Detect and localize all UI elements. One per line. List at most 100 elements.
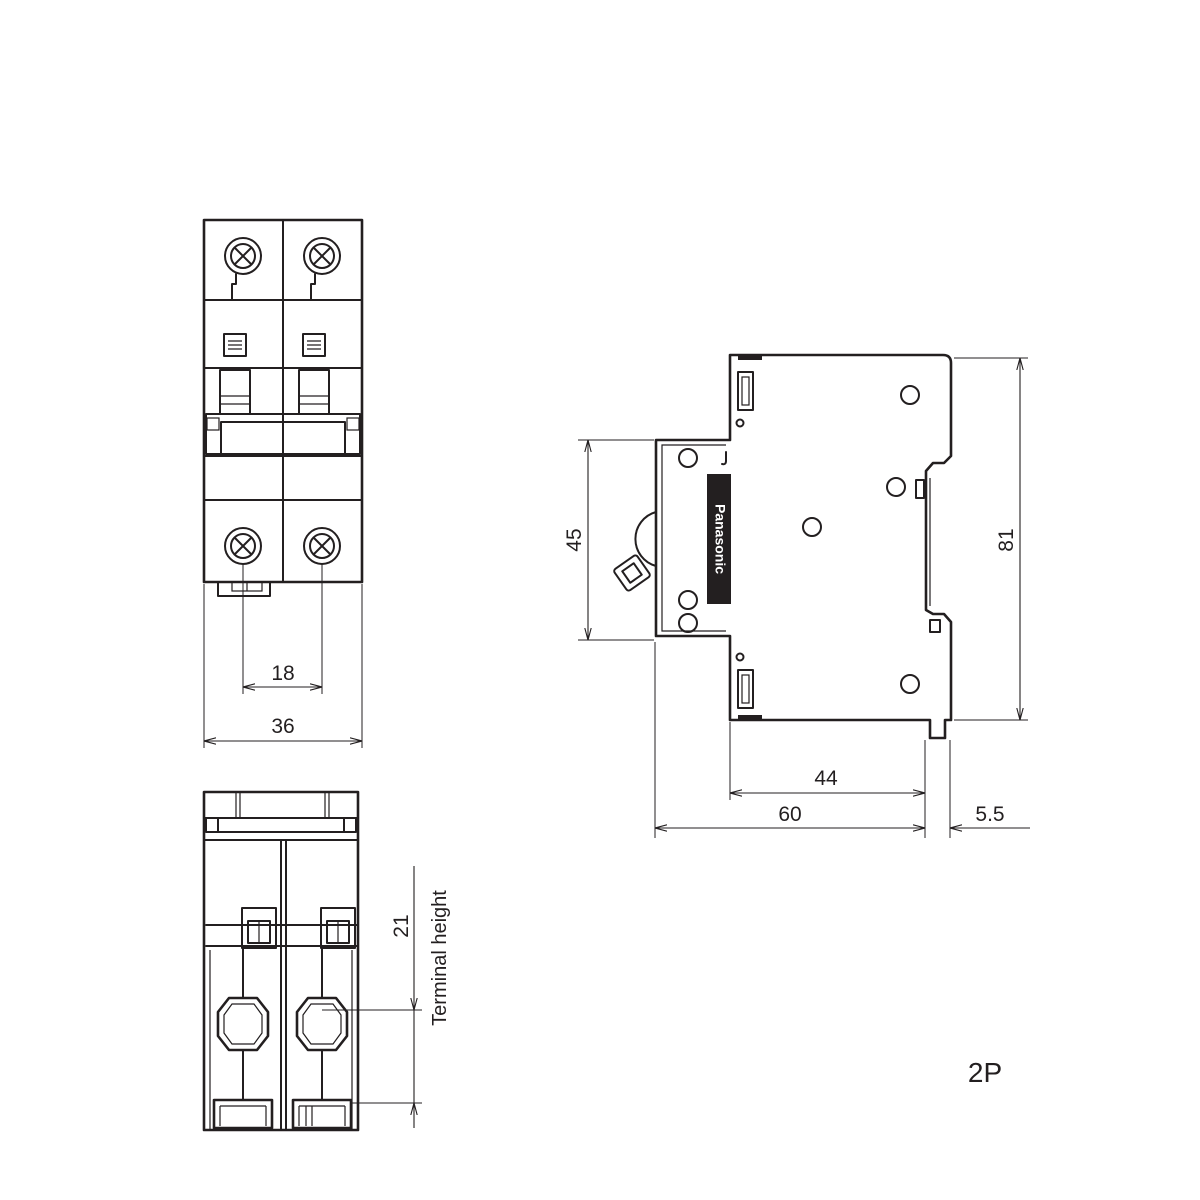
- handle-tie-bar: [205, 413, 361, 455]
- top-corner-left: [205, 817, 219, 833]
- top-terminal-step-pole-2: [310, 273, 316, 301]
- screw-cross: [234, 537, 252, 555]
- brand-label: Panasonic: [707, 474, 731, 604]
- clip-outer: [291, 1098, 353, 1130]
- screw-cross: [313, 537, 331, 555]
- screw-slot-ring: [230, 533, 256, 559]
- slot-inner: [741, 674, 750, 704]
- screw-head: [303, 237, 341, 275]
- bottom-clip-pole-2: [291, 1098, 353, 1130]
- opening-inner: [223, 1003, 263, 1045]
- window-lines: [307, 340, 321, 350]
- toggle-handle-pole-1: [219, 369, 251, 415]
- tie-bar-end-right: [346, 417, 360, 431]
- toggle-lines: [220, 395, 250, 405]
- toggle-lines: [299, 395, 329, 405]
- toggle-handle-pole-2: [298, 369, 330, 415]
- dimension-rail-height: 45: [563, 439, 654, 641]
- indicator-window-pole-1: [223, 333, 247, 357]
- dimension-terminal-height: 21 Terminal height: [322, 866, 451, 1128]
- screw-slot-ring: [230, 243, 256, 269]
- width-value: 36: [271, 715, 294, 738]
- rivet-hole-top-right: [900, 385, 920, 405]
- clamp-band-lines: [205, 924, 359, 947]
- clip-detail: [219, 1105, 267, 1126]
- total-depth-value: 60: [778, 803, 801, 826]
- brand-plate: [707, 474, 731, 604]
- indicator-window-pole-2: [302, 333, 326, 357]
- screw-cross: [234, 247, 252, 265]
- lower-vent-slot: [737, 669, 754, 709]
- terminal-clamp-pole-1: [241, 907, 277, 949]
- window-lines: [228, 340, 242, 350]
- handle-knob: [613, 554, 651, 592]
- side-view: Panasonic 45 81: [563, 353, 1030, 838]
- clamp-outer: [320, 907, 356, 949]
- clamp-outer: [241, 907, 277, 949]
- window-frame: [223, 333, 247, 357]
- knob-outer: [613, 554, 651, 592]
- pole-count-label: 2P: [968, 1057, 1002, 1088]
- front-depth-value: 44: [814, 767, 838, 790]
- brand-logo: Panasonic: [712, 504, 728, 574]
- terminal-center-lines: [242, 947, 323, 1101]
- top-corner-right: [343, 817, 357, 833]
- slot-outer: [737, 371, 754, 411]
- front-view: 18 36: [202, 218, 364, 748]
- rail-latch-lower: [929, 619, 941, 633]
- rivet-hole-front-upper: [678, 448, 698, 468]
- tie-bar-inner: [220, 421, 346, 455]
- top-screw-pole-1-icon: [224, 237, 262, 275]
- slot-inner: [741, 376, 750, 406]
- top-view: 21 Terminal height: [202, 790, 451, 1132]
- pitch-value: 18: [271, 662, 294, 685]
- screw-slot-ring: [309, 533, 335, 559]
- opening-outer: [295, 996, 349, 1052]
- screw-slot-ring: [309, 243, 335, 269]
- opening-outer: [216, 996, 270, 1052]
- clip-outer: [212, 1098, 274, 1130]
- rail-offset-value: 5.5: [975, 803, 1004, 826]
- handle-pivot-bulge: [634, 511, 657, 567]
- rivet-hole-center: [802, 517, 822, 537]
- top-pole-divider: [280, 839, 287, 1131]
- top-screw-pole-2-icon: [303, 237, 341, 275]
- small-mark: [721, 451, 727, 466]
- slot-outer: [737, 669, 754, 709]
- operating-handle-profile: [613, 511, 657, 592]
- terminal-opening-pole-1: [216, 996, 270, 1052]
- terminal-height-label: Terminal height: [429, 890, 451, 1026]
- dimension-width: 36: [203, 584, 363, 748]
- window-frame: [302, 333, 326, 357]
- terminal-opening-pole-2: [295, 996, 349, 1052]
- dimension-height: 81: [954, 357, 1028, 721]
- toggle-body: [298, 369, 330, 415]
- dimension-pitch: 18: [242, 564, 323, 694]
- opening-inner: [302, 1003, 342, 1045]
- din-rail-clip: [217, 581, 271, 597]
- bottom-screw-pole-1-icon: [224, 527, 262, 565]
- toggle-body: [219, 369, 251, 415]
- bottom-screw-pole-2-icon: [303, 527, 341, 565]
- screw-head: [224, 237, 262, 275]
- upper-vent-slot: [737, 371, 754, 411]
- height-value: 81: [995, 528, 1018, 551]
- terminal-height-value: 21: [390, 914, 413, 937]
- rail-latch-upper: [915, 479, 925, 499]
- rivet-hole-front-lower-2: [678, 613, 698, 633]
- bottom-left-tab: [738, 715, 762, 720]
- tie-bar-end-left: [206, 417, 220, 431]
- top-left-tab: [738, 355, 762, 360]
- dimension-total-depth: 60: [654, 642, 925, 838]
- small-hole-lower: [735, 652, 745, 662]
- rivet-hole-front-lower-1: [678, 590, 698, 610]
- rail-height-value: 45: [563, 528, 586, 551]
- small-hole-upper: [735, 418, 745, 428]
- clip-detail: [298, 1105, 346, 1126]
- terminal-clamp-pole-2: [320, 907, 356, 949]
- rivet-hole-right-middle: [886, 477, 906, 497]
- top-terminal-step-pole-1: [231, 273, 237, 301]
- bottom-clip-pole-1: [212, 1098, 274, 1130]
